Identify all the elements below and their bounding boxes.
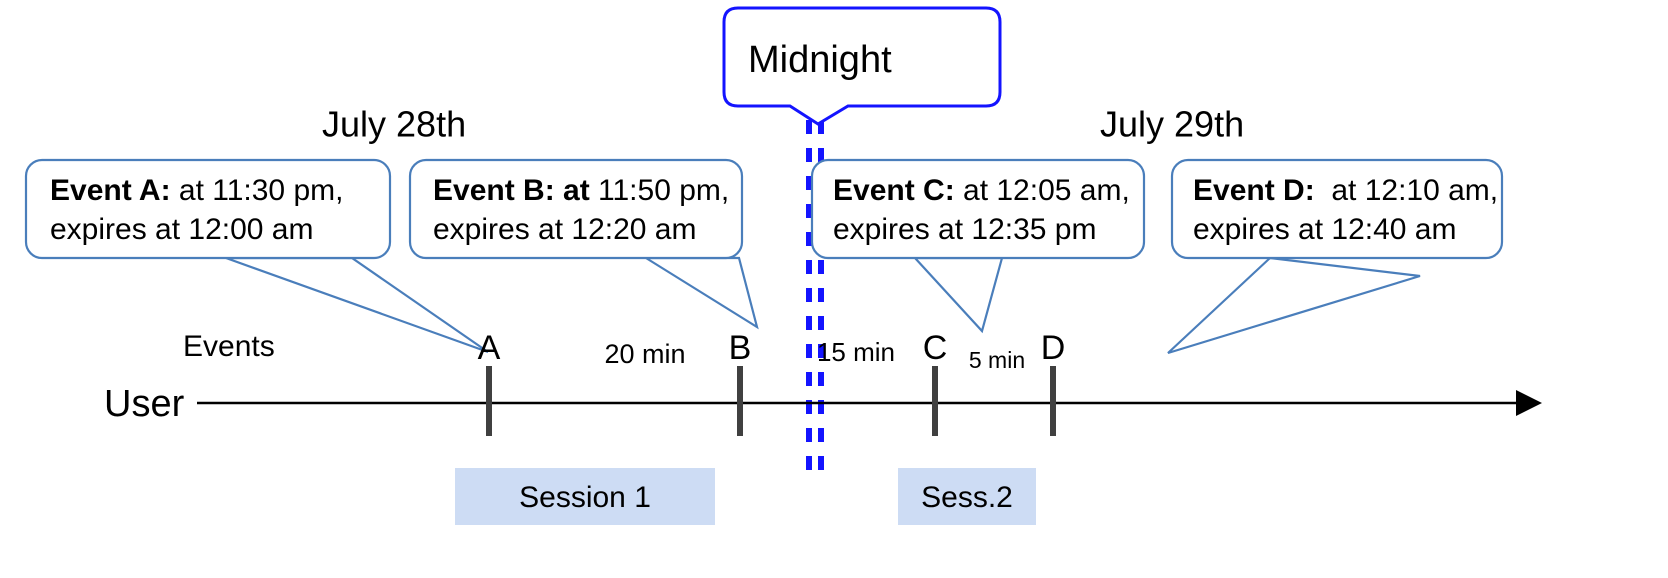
event-d-line2: expires at 12:40 am	[1193, 213, 1456, 246]
session-1[interactable]: Session 1	[455, 468, 715, 525]
event-d-tail	[1167, 256, 1421, 355]
event-tick-label-a: A	[478, 329, 501, 367]
event-b-line2: expires at 12:20 am	[433, 213, 696, 246]
session-2[interactable]: Sess.2	[898, 468, 1036, 525]
row-label-events: Events	[183, 330, 275, 363]
session-2-rect	[898, 468, 1036, 525]
event-tick-label-d: D	[1041, 329, 1066, 367]
event-b-line1: Event B: at 11:50 pm,	[433, 174, 729, 207]
event-a-line1: Event A: at 11:30 pm,	[50, 174, 343, 207]
event-a-line2: expires at 12:00 am	[50, 213, 313, 246]
date-title-right: July 29th	[1100, 104, 1244, 145]
event-a-callout[interactable]: Event A: at 11:30 pm, expires at 12:00 a…	[24, 158, 392, 260]
midnight-callout-label: Midnight	[748, 39, 892, 81]
event-c-tail	[912, 256, 1004, 334]
session-1-rect	[455, 468, 715, 525]
event-a-callout-box	[24, 158, 392, 260]
event-d-callout-box	[1170, 158, 1504, 260]
event-d-line1: Event D: at 12:10 am,	[1193, 174, 1498, 207]
session-1-label: Session 1	[519, 481, 651, 514]
event-ticks	[486, 366, 1056, 436]
midnight-callout[interactable]: Midnight	[722, 6, 1002, 126]
event-b-callout-box	[408, 158, 744, 260]
interval-label-c-d: 5 min	[969, 347, 1025, 373]
interval-label-b-c: 15 min	[817, 337, 895, 367]
midnight-callout-shape	[722, 6, 1002, 126]
event-c-line2: expires at 12:35 pm	[833, 213, 1096, 246]
event-c-line1: Event C: at 12:05 am,	[833, 174, 1130, 207]
event-c-callout-box	[810, 158, 1146, 260]
timeline-arrow-head	[1516, 390, 1542, 416]
row-label-user: User	[104, 383, 185, 425]
event-d-callout[interactable]: Event D: at 12:10 am, expires at 12:40 a…	[1170, 158, 1504, 260]
event-b-tail	[642, 256, 759, 330]
event-tick-label-b: B	[729, 329, 752, 367]
date-title-left: July 28th	[322, 104, 466, 145]
interval-label-a-b: 20 min	[604, 339, 685, 369]
event-tick-label-c: C	[923, 329, 948, 367]
event-b-callout[interactable]: Event B: at 11:50 pm, expires at 12:20 a…	[408, 158, 744, 260]
session-2-label: Sess.2	[921, 481, 1013, 514]
event-c-callout[interactable]: Event C: at 12:05 am, expires at 12:35 p…	[810, 158, 1146, 260]
timeline-axis	[197, 390, 1542, 416]
